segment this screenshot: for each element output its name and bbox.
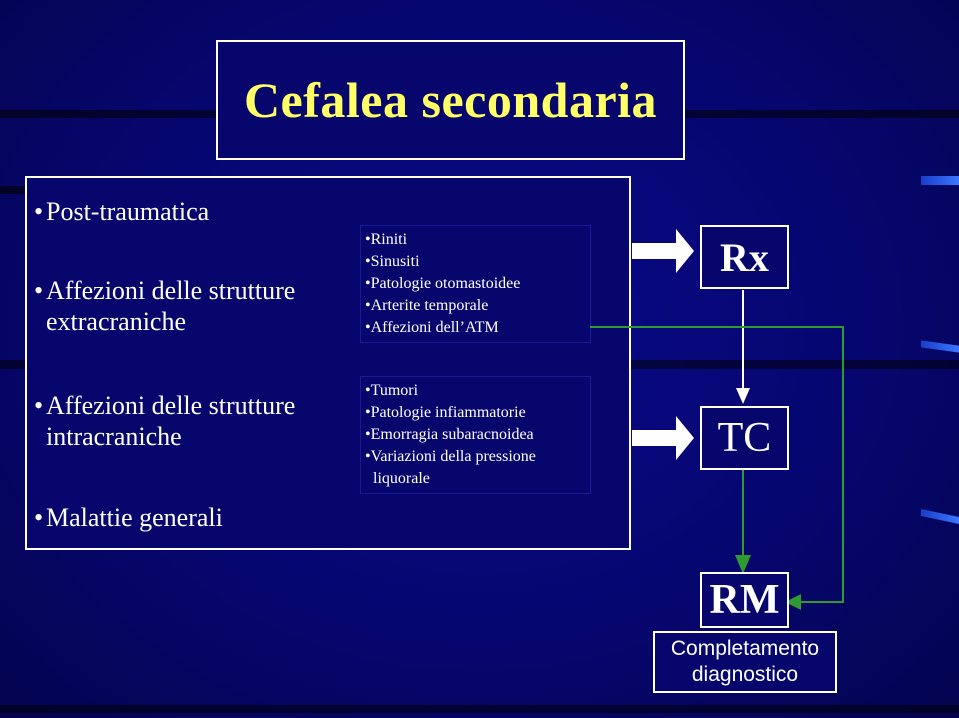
cause-item: •Patologie infiammatorie xyxy=(365,404,526,421)
cause-item: liquorale xyxy=(373,470,430,487)
completion-line-2: diagnostico xyxy=(691,663,799,686)
rx-label: Rx xyxy=(720,234,769,280)
cause-item: •Emorragia subaracnoidea xyxy=(365,426,534,443)
arrow-right-icon xyxy=(632,229,694,273)
tc-box: TC xyxy=(700,406,789,470)
category-label: Post-traumatica xyxy=(46,197,210,226)
tc-label: TC xyxy=(717,415,772,461)
extracranial-causes-box: •Riniti •Sinusiti •Patologie otomastoide… xyxy=(360,225,591,343)
title-box: Cefalea secondaria xyxy=(216,40,685,160)
rx-box: Rx xyxy=(700,225,789,289)
cause-item: •Sinusiti xyxy=(365,253,420,270)
cause-item: •Variazioni della pressione xyxy=(365,448,536,465)
decorative-bar xyxy=(0,186,30,194)
category-item: •Affezioni delle strutture intracraniche xyxy=(34,391,296,451)
decorative-bar xyxy=(0,705,959,713)
category-item: •Malattie generali xyxy=(34,503,223,532)
connector-line xyxy=(590,326,844,603)
category-label: Affezioni delle strutture xyxy=(46,276,296,305)
completion-box: Completamento diagnostico xyxy=(653,631,837,693)
arrow-right-icon xyxy=(632,416,694,460)
category-label-continued: extracraniche xyxy=(46,307,187,336)
category-label: Malattie generali xyxy=(46,503,223,532)
cause-item: •Patologie otomastoidee xyxy=(365,275,521,292)
completion-line-1: Completamento xyxy=(670,637,820,660)
intracranial-causes-box: •Tumori •Patologie infiammatorie •Emorra… xyxy=(360,376,591,494)
arrow-left-icon xyxy=(785,594,801,610)
cause-item: •Tumori xyxy=(365,382,419,399)
category-label-continued: intracraniche xyxy=(46,422,182,451)
category-item: •Affezioni delle strutture extracraniche xyxy=(34,276,296,336)
category-label: Affezioni delle strutture xyxy=(46,391,296,420)
arrow-down-icon xyxy=(736,388,750,404)
cause-item: •Affezioni dell’ATM xyxy=(365,319,499,336)
rm-box: RM xyxy=(700,572,789,628)
page-title: Cefalea secondaria xyxy=(243,72,658,128)
decorative-bar xyxy=(921,176,959,185)
cause-item: •Riniti xyxy=(365,231,408,248)
rm-label: RM xyxy=(709,577,780,623)
arrow-down-icon xyxy=(735,555,751,574)
category-item: •Post-traumatica xyxy=(34,197,210,226)
cause-item: •Arterite temporale xyxy=(365,297,489,314)
